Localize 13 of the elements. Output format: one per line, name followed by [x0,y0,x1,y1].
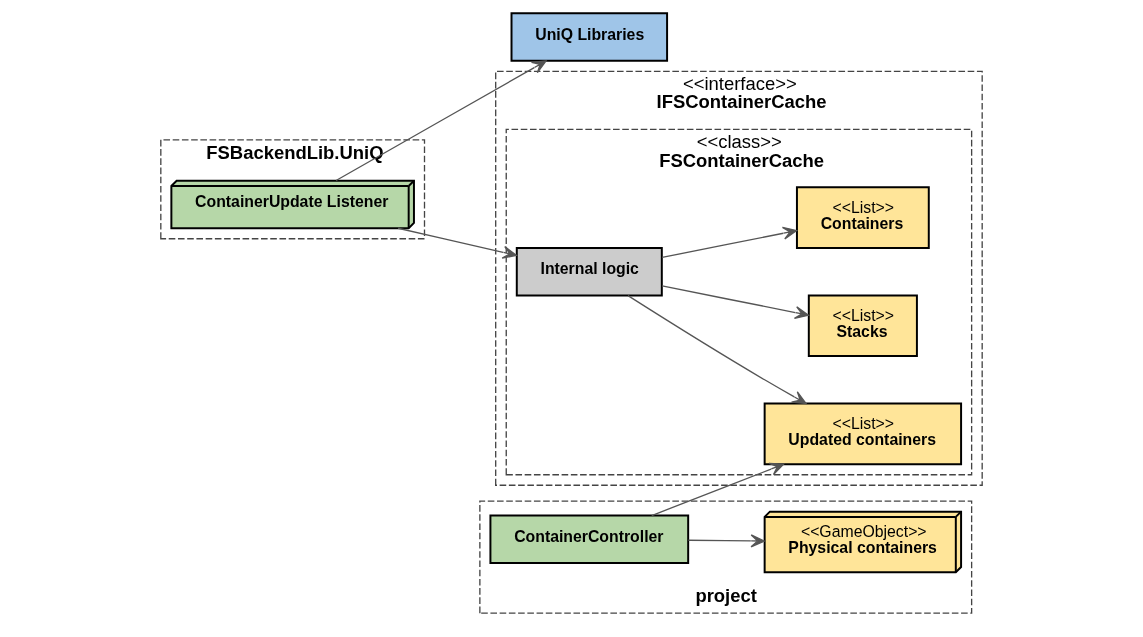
arrow [397,227,517,259]
node-box: <<List>> Updated containers [763,402,963,466]
arrow [661,226,798,259]
node-box: UniQ Libraries [510,12,669,62]
node-box: Internal logic [515,247,663,297]
arrow [335,60,547,182]
node-box: <<List>> Stacks [807,294,918,358]
arrow [651,462,785,517]
arrow [627,294,807,405]
arrow [661,285,810,320]
arrow [687,534,765,548]
node-box: ContainerController [489,514,690,565]
node-box: <<List>> Containers [795,186,930,249]
